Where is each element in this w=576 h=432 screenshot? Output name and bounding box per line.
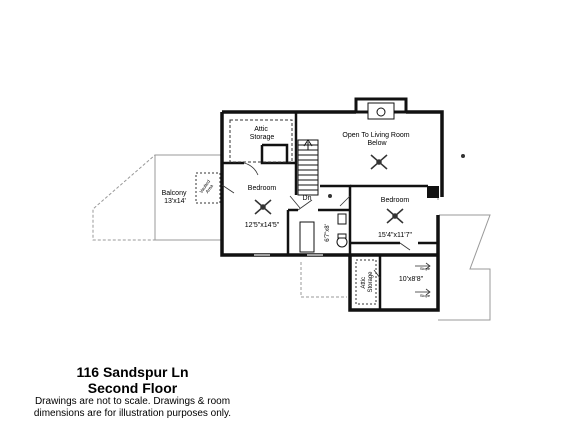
- bedroom-right-name: Bedroom: [381, 197, 410, 204]
- fireplace: [354, 97, 408, 120]
- floor-title: Second Floor: [87, 380, 178, 396]
- doors: [221, 162, 411, 279]
- balcony-line1: Balcony: [162, 190, 187, 197]
- bath-dims: 6'7"x8': [325, 224, 331, 241]
- balcony-line2: 13'x14': [164, 198, 186, 205]
- attic-storage-top-line2: Storage: [250, 134, 275, 141]
- disclaimer-line-1: Drawings are not to scale. Drawings & ro…: [34, 396, 231, 407]
- vaulted-area-line2: Area: [204, 183, 214, 194]
- slope-label-top: Slope: [420, 266, 431, 271]
- column-block: [427, 186, 439, 198]
- bath-fixtures: [299, 213, 348, 253]
- context-outline: [92, 154, 491, 321]
- ceiling-fan-icon: [254, 199, 272, 215]
- open-to-living-line2: Below: [367, 140, 387, 147]
- vaulted-area-dashed: [195, 172, 221, 204]
- staircase: [297, 139, 319, 196]
- attic-storage-side-line1: Attic: [361, 277, 367, 289]
- open-to-living-label: Open To Living Room Below: [342, 132, 411, 147]
- slope-label-bottom: Slope: [420, 293, 431, 298]
- slope-arrows: [415, 262, 431, 296]
- attic-storage-side-label: Attic Storage: [361, 271, 374, 293]
- balcony: [154, 154, 223, 241]
- ceiling-fan-icon: [370, 154, 388, 170]
- windows: [254, 200, 439, 256]
- balcony-label: Balcony 13'x14': [162, 190, 189, 205]
- bedroom-left-name: Bedroom: [248, 185, 277, 192]
- window-lines: [254, 253, 323, 257]
- light-fixture-icon: [328, 154, 465, 198]
- attic-storage-dashed: [229, 119, 293, 163]
- attic-storage-side-dashed: [355, 259, 377, 305]
- small-room-dims: 10'x8'8": [399, 276, 424, 283]
- attic-storage-side-line2: Storage: [368, 271, 374, 293]
- open-to-living-line1: Open To Living Room: [342, 132, 409, 139]
- attic-storage-top-label: Attic Storage: [250, 126, 275, 141]
- attic-storage-top-line1: Attic: [254, 126, 268, 133]
- disclaimer-line-2: dimensions are for illustration purposes…: [33, 408, 232, 419]
- ceiling-fan-icon: [386, 208, 404, 224]
- interior-walls: [222, 112, 438, 310]
- bedroom-right-dims: 15'4"x11'7": [378, 232, 412, 239]
- bedroom-left-dims: 12'5"x14'5": [245, 222, 280, 229]
- address-title: 116 Sandspur Ln: [76, 364, 189, 380]
- stair-down-label: Dn: [303, 195, 312, 202]
